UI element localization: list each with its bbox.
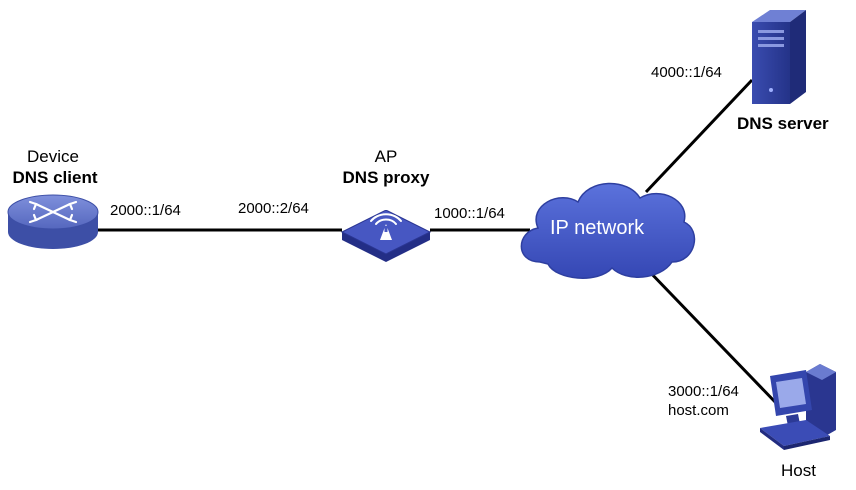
ap-role-label: DNS proxy <box>342 168 430 187</box>
cloud-label: IP network <box>550 217 645 239</box>
host-domain-label: host.com <box>668 402 729 419</box>
host-name-label: Host <box>781 461 816 480</box>
ap-right-interface-label: 1000::1/64 <box>434 205 505 222</box>
cloud-icon <box>520 182 696 279</box>
host-interface-label: 3000::1/64 <box>668 383 739 400</box>
server-interface-label: 4000::1/64 <box>651 64 722 81</box>
desktop-computer-icon <box>760 364 836 450</box>
server-role-label: DNS server <box>737 114 829 133</box>
device-switch-icon <box>7 194 99 249</box>
link-cloud-server <box>644 78 754 194</box>
ap-name-label: AP <box>374 147 398 166</box>
wireless-ap-icon <box>340 208 432 262</box>
server-tower-icon <box>752 10 806 104</box>
device-role-label: DNS client <box>12 168 98 187</box>
ap-left-interface-label: 2000::2/64 <box>238 200 309 217</box>
link-cloud-host <box>644 266 780 407</box>
device-name-label: Device <box>27 147 79 166</box>
device-interface-label: 2000::1/64 <box>110 202 181 219</box>
